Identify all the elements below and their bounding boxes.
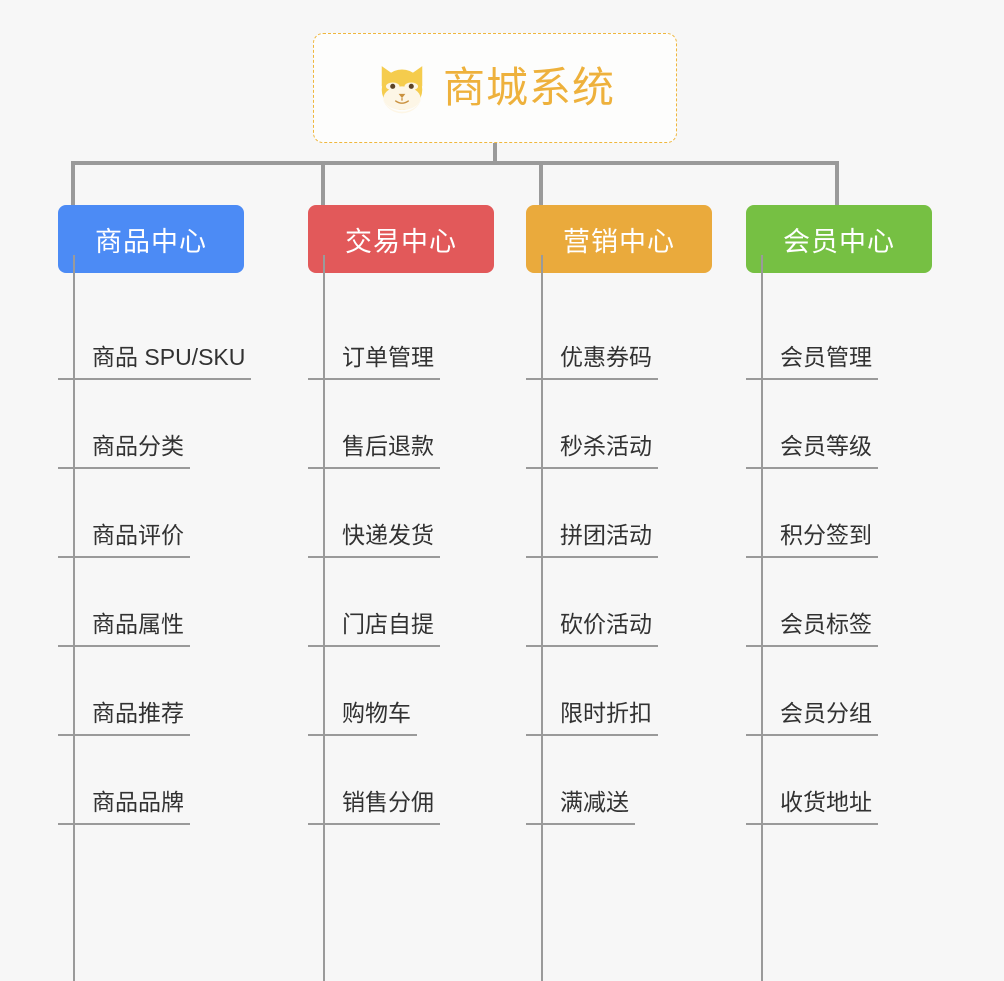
branch-header-label: 交易中心 xyxy=(345,226,457,257)
leaf-label: 秒杀活动 xyxy=(526,433,658,469)
leaf-label: 商品属性 xyxy=(58,611,190,647)
leaf-label: 满减送 xyxy=(526,789,635,825)
leaf-item[interactable]: 砍价活动 xyxy=(526,558,712,647)
leaf-label: 订单管理 xyxy=(308,344,440,380)
leaf-item[interactable]: 拼团活动 xyxy=(526,469,712,558)
leaf-list-trade: 订单管理 售后退款 快递发货 门店自提 购物车 销售分佣 xyxy=(308,255,494,981)
leaf-label: 商品 SPU/SKU xyxy=(58,344,252,380)
branch-column-trade: 交易中心 订单管理 售后退款 快递发货 门店自提 购物车 销售分佣 xyxy=(308,205,494,981)
leaf-label: 会员管理 xyxy=(746,344,878,380)
leaf-item[interactable]: 满减送 xyxy=(526,736,712,825)
leaf-item[interactable]: 商品推荐 xyxy=(58,647,244,736)
leaf-item[interactable]: 商品品牌 xyxy=(58,736,244,825)
leaf-item[interactable]: 优惠券码 xyxy=(526,291,712,380)
leaf-list-member: 会员管理 会员等级 积分签到 会员标签 会员分组 收货地址 xyxy=(746,255,932,981)
leaf-label: 会员等级 xyxy=(746,433,878,469)
leaf-label: 门店自提 xyxy=(308,611,440,647)
branch-header-marketing[interactable]: 营销中心 xyxy=(526,205,712,273)
branch-trunk-line xyxy=(761,255,763,981)
branch-header-label: 商品中心 xyxy=(95,226,207,257)
leaf-list-product: 商品 SPU/SKU 商品分类 商品评价 商品属性 商品推荐 商品品牌 xyxy=(58,255,252,981)
leaf-list-marketing: 优惠券码 秒杀活动 拼团活动 砍价活动 限时折扣 满减送 xyxy=(526,255,712,981)
leaf-label: 拼团活动 xyxy=(526,522,658,558)
leaf-item[interactable]: 商品评价 xyxy=(58,469,244,558)
branch-trunk-line xyxy=(541,255,543,981)
leaf-label: 优惠券码 xyxy=(526,344,658,380)
leaf-item[interactable]: 收货地址 xyxy=(746,736,932,825)
leaf-item[interactable]: 订单管理 xyxy=(308,291,494,380)
leaf-item[interactable]: 会员等级 xyxy=(746,380,932,469)
leaf-label: 砍价活动 xyxy=(526,611,658,647)
leaf-item[interactable]: 购物车 xyxy=(308,647,494,736)
leaf-item[interactable]: 会员标签 xyxy=(746,558,932,647)
leaf-item[interactable]: 商品分类 xyxy=(58,380,244,469)
branch-trunk-line xyxy=(73,255,75,981)
leaf-label: 商品品牌 xyxy=(58,789,190,825)
leaf-label: 限时折扣 xyxy=(526,700,658,736)
branch-trunk-line xyxy=(323,255,325,981)
branch-header-label: 营销中心 xyxy=(563,226,675,257)
leaf-label: 商品推荐 xyxy=(58,700,190,736)
leaf-label: 售后退款 xyxy=(308,433,440,469)
leaf-item[interactable]: 商品 SPU/SKU xyxy=(58,291,252,380)
branch-header-member[interactable]: 会员中心 xyxy=(746,205,932,273)
leaf-label: 商品分类 xyxy=(58,433,190,469)
dog-face-icon xyxy=(375,61,429,115)
leaf-item[interactable]: 秒杀活动 xyxy=(526,380,712,469)
leaf-item[interactable]: 会员分组 xyxy=(746,647,932,736)
leaf-label: 会员标签 xyxy=(746,611,878,647)
leaf-label: 积分签到 xyxy=(746,522,878,558)
branch-column-marketing: 营销中心 优惠券码 秒杀活动 拼团活动 砍价活动 限时折扣 满减送 xyxy=(526,205,712,981)
branch-header-trade[interactable]: 交易中心 xyxy=(308,205,494,273)
root-node[interactable]: 商城系统 xyxy=(313,33,677,143)
leaf-label: 会员分组 xyxy=(746,700,878,736)
leaf-item[interactable]: 会员管理 xyxy=(746,291,932,380)
leaf-label: 销售分佣 xyxy=(308,789,440,825)
leaf-item[interactable]: 售后退款 xyxy=(308,380,494,469)
leaf-item[interactable]: 快递发货 xyxy=(308,469,494,558)
leaf-item[interactable]: 商品属性 xyxy=(58,558,244,647)
leaf-label: 收货地址 xyxy=(746,789,878,825)
branch-column-product: 商品中心 商品 SPU/SKU 商品分类 商品评价 商品属性 商品推荐 商品品牌 xyxy=(58,205,252,981)
branch-column-member: 会员中心 会员管理 会员等级 积分签到 会员标签 会员分组 收货地址 xyxy=(746,205,932,981)
leaf-label: 购物车 xyxy=(308,700,417,736)
leaf-item[interactable]: 积分签到 xyxy=(746,469,932,558)
mindmap-canvas: 商城系统 商品中心 商品 SPU/SKU 商品分类 商品评价 商品属性 商品推荐… xyxy=(58,33,932,981)
leaf-item[interactable]: 门店自提 xyxy=(308,558,494,647)
root-title: 商城系统 xyxy=(442,64,615,111)
branch-header-product[interactable]: 商品中心 xyxy=(58,205,244,273)
leaf-item[interactable]: 销售分佣 xyxy=(308,736,494,825)
leaf-label: 快递发货 xyxy=(308,522,440,558)
leaf-label: 商品评价 xyxy=(58,522,190,558)
leaf-item[interactable]: 限时折扣 xyxy=(526,647,712,736)
branch-header-label: 会员中心 xyxy=(783,226,895,257)
